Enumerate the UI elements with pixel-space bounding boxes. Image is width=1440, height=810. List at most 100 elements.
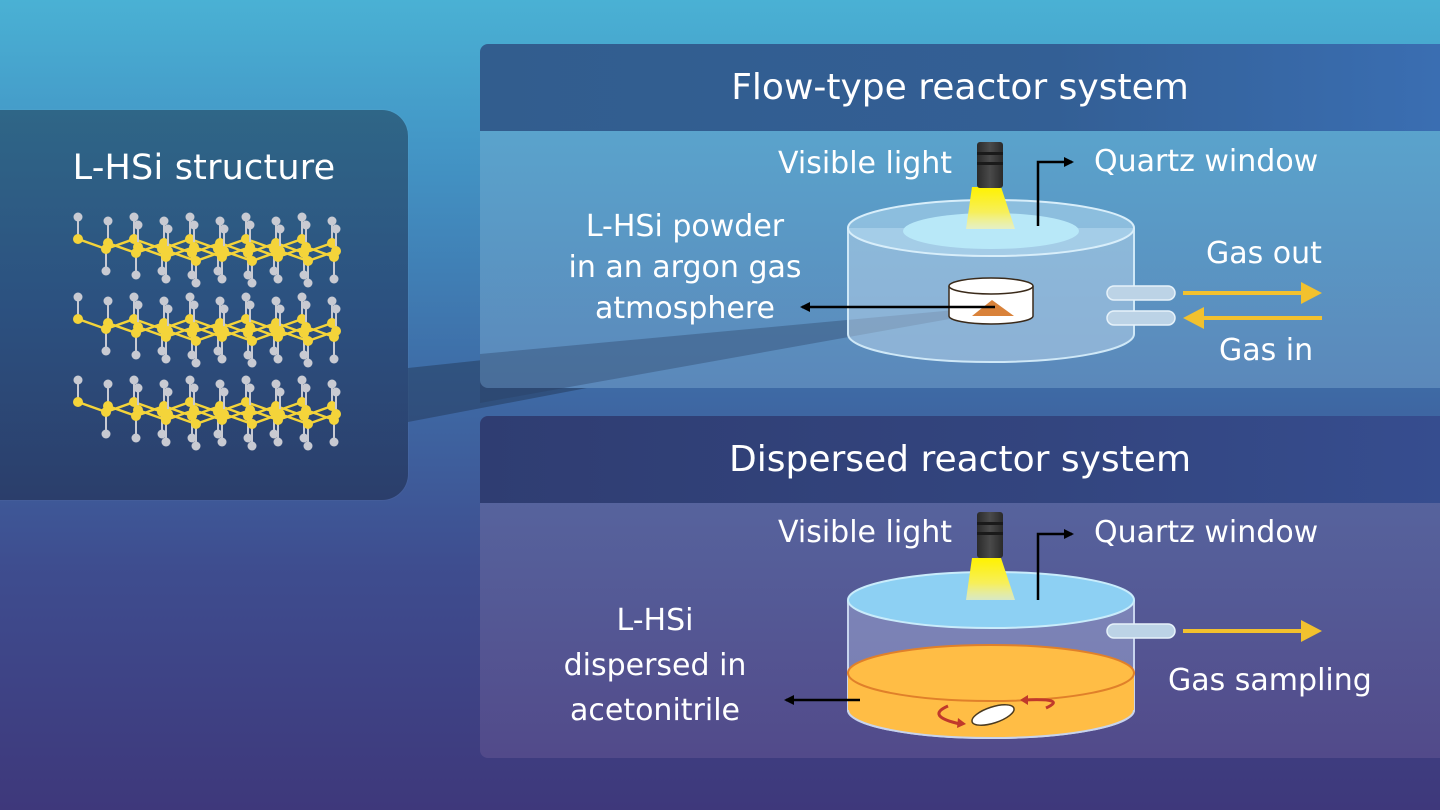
hydrogen-atom [303,278,313,288]
silicon-atom [159,238,169,248]
silicon-atom [303,256,313,266]
hydrogen-atom [73,212,83,222]
silicon-atom [301,322,311,332]
silicon-atom [73,314,83,324]
silicon-atom [191,419,201,429]
hydrogen-atom [73,375,83,385]
gas-tube [1106,623,1176,639]
stir-arrow-right [1023,698,1055,710]
sample-dish [948,277,1034,325]
hydrogen-atom [303,358,313,368]
hydrogen-atom [191,358,201,368]
hydrogen-atom [187,433,197,443]
hydrogen-atom [329,437,339,447]
hydrogen-atom [241,375,251,385]
silicon-atom [303,419,313,429]
lattice-illustration [73,212,341,451]
quartz-window-pointer [1036,529,1074,600]
hydrogen-atom [273,354,283,364]
dispersed-sample-label-line: dispersed in [563,648,747,683]
hydrogen-atom [243,270,253,280]
hydrogen-atom [103,379,113,389]
gas-in-arrow [1183,307,1322,329]
silicon-atom [297,397,307,407]
hydrogen-atom [247,278,257,288]
hydrogen-atom [219,304,229,314]
silicon-atom [73,234,83,244]
silicon-atom [219,246,229,256]
hydrogen-atom [159,379,169,389]
silicon-atom [129,234,139,244]
hydrogen-atom [299,433,309,443]
dispersed-reactor-title: Dispersed reactor system [480,416,1440,503]
silicon-atom [191,256,201,266]
visible-light-label: Visible light [778,146,953,181]
silicon-atom [275,326,285,336]
silicane-layer [73,375,341,451]
silicon-atom [331,326,341,336]
hydrogen-atom [303,441,313,451]
quartz-window-pointer [1036,157,1074,226]
silicon-atom [245,405,255,415]
lamp-icon [966,512,1015,600]
silicon-atom [219,409,229,419]
silicon-atom [185,314,195,324]
silicon-atom [163,409,173,419]
hydrogen-atom [131,350,141,360]
hydrogen-atom [299,350,309,360]
hydrogen-atom [215,216,225,226]
silicon-atom [129,397,139,407]
hydrogen-atom [131,433,141,443]
hydrogen-atom [219,387,229,397]
hydrogen-atom [241,292,251,302]
hydrogen-atom [241,212,251,222]
hydrogen-atom [163,387,173,397]
hydrogen-atom [331,224,341,234]
hydrogen-atom [247,441,257,451]
gas-in-label: Gas in [1219,333,1314,368]
hydrogen-atom [273,437,283,447]
silicon-atom [275,409,285,419]
hydrogen-atom [271,296,281,306]
silicon-atom [241,314,251,324]
hydrogen-atom [327,379,337,389]
hydrogen-atom [159,216,169,226]
hydrogen-atom [301,220,311,230]
hydrogen-atom [269,346,279,356]
silicon-atom [297,234,307,244]
hydrogen-atom [269,429,279,439]
hydrogen-atom [185,212,195,222]
quartz-window [903,213,1079,249]
silicon-atom [215,401,225,411]
hydrogen-atom [331,304,341,314]
gas-sampling-arrow [1183,620,1322,642]
silicon-atom [247,336,257,346]
structure-title: L-HSi structure [72,148,336,188]
hydrogen-atom [273,274,283,284]
hydrogen-atom [157,346,167,356]
silicon-atom [163,326,173,336]
silicon-atom [245,322,255,332]
hydrogen-atom [269,266,279,276]
hydrogen-atom [275,304,285,314]
hydrogen-atom [213,266,223,276]
silicon-atom [241,397,251,407]
flow-sample-label-line: in an argon gas [568,250,802,285]
silicon-atom [159,401,169,411]
silicon-atom [327,238,337,248]
hydrogen-atom [213,346,223,356]
silicon-atom [245,242,255,252]
hydrogen-atom [215,296,225,306]
hydrogen-atom [129,212,139,222]
hydrogen-atom [189,220,199,230]
hydrogen-atom [245,300,255,310]
silicon-atom [301,242,311,252]
hydrogen-atom [103,296,113,306]
silicane-layer [73,212,341,288]
hydrogen-atom [275,224,285,234]
hydrogen-atom [217,354,227,364]
hydrogen-atom [213,429,223,439]
hydrogen-atom [271,216,281,226]
hydrogen-atom [299,270,309,280]
